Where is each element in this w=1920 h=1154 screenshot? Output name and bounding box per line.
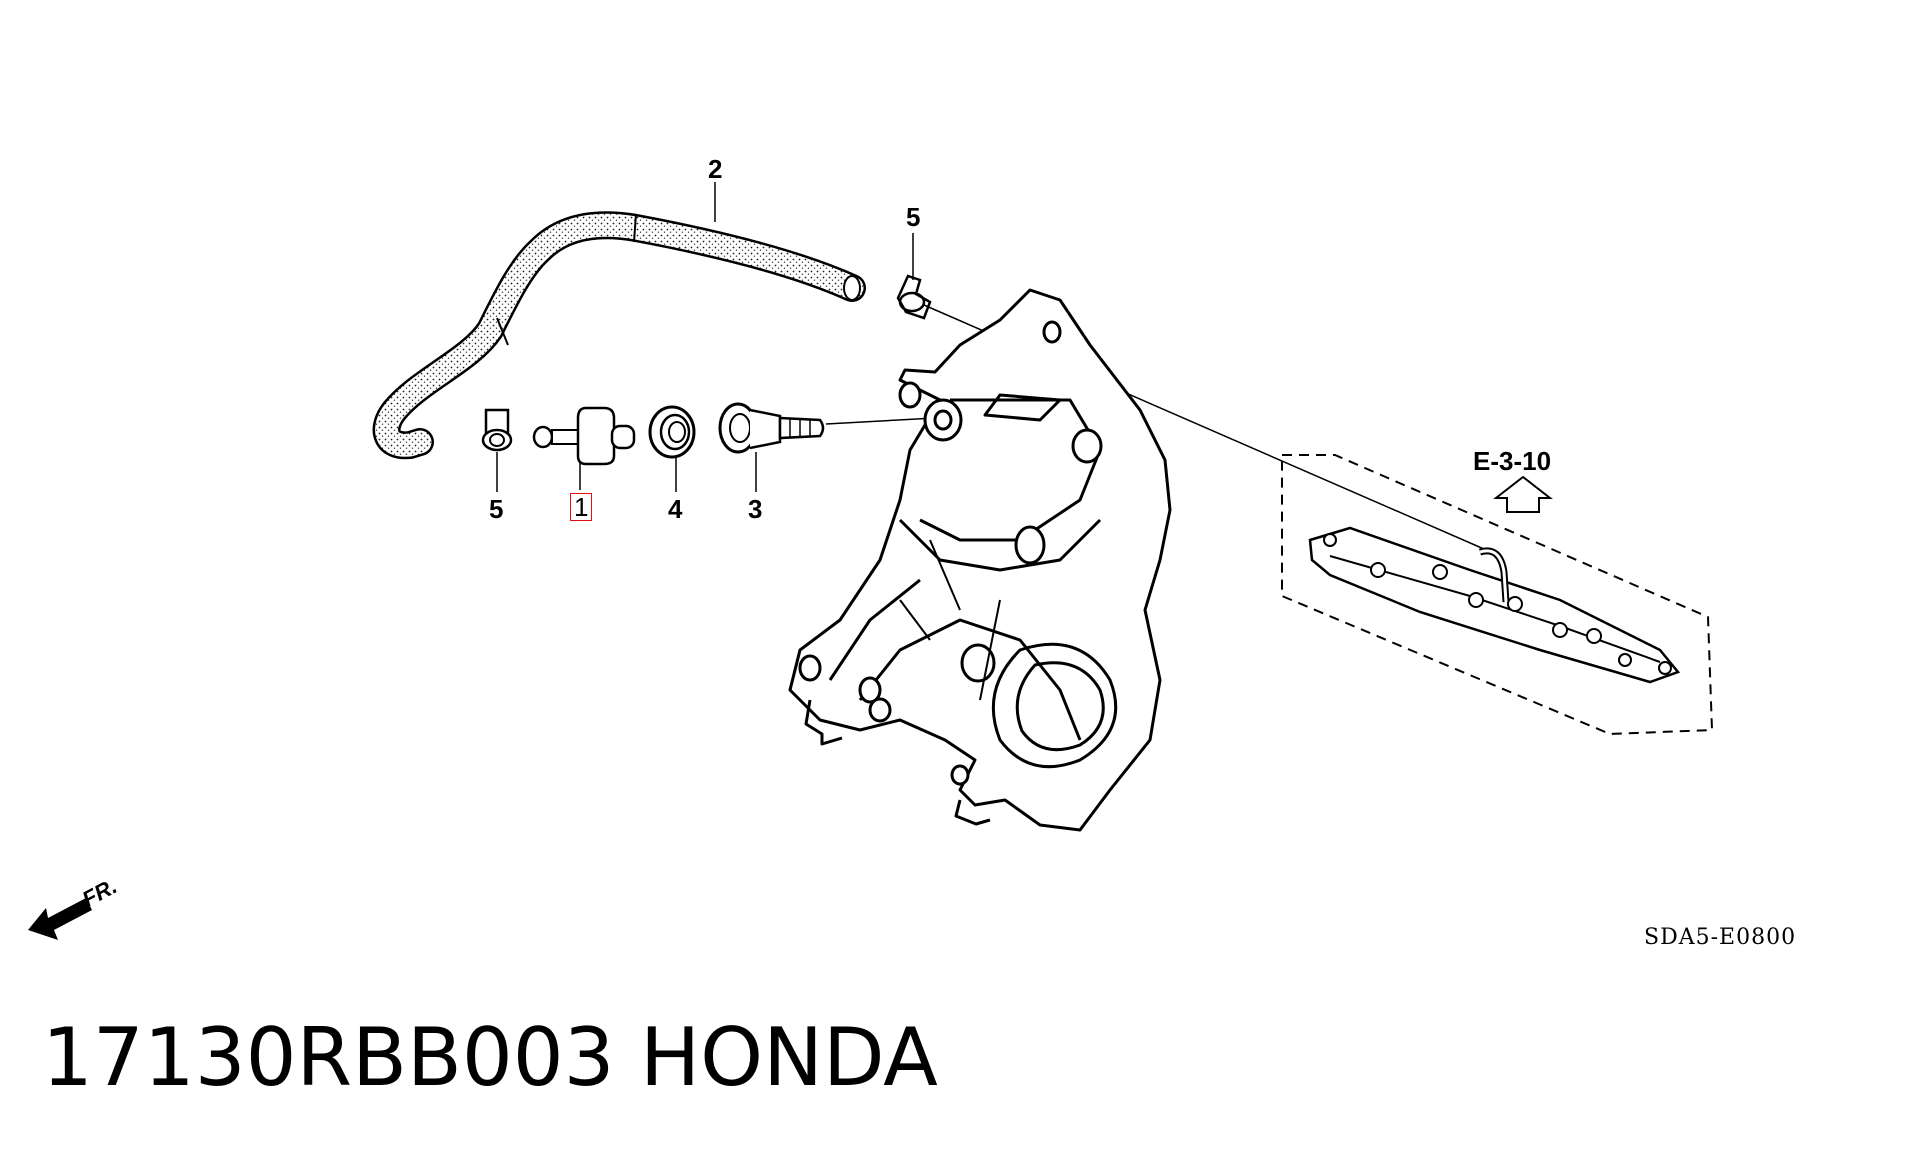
up-arrow-icon [1493,475,1553,513]
brand-name: HONDA [640,1011,938,1104]
pcv-joint [718,402,825,454]
callout-2: 2 [708,154,723,184]
front-direction-arrow-icon [28,898,92,940]
reference-section [1281,454,1714,736]
hose-clamp-bottom [481,408,513,452]
callout-5-top: 5 [906,202,921,232]
callout-5-bottom: 5 [489,494,504,524]
diagram-code: SDA5-E0800 [1644,925,1797,950]
pcv-grommet [648,405,696,459]
callout-1-highlighted: 1 [570,493,593,521]
reference-label: E-3-10 [1473,446,1552,476]
callout-3: 3 [748,494,763,524]
part-number: 17130RBB003 [42,1011,615,1104]
callout-4: 4 [668,494,683,524]
hose-clamp-top [896,274,932,320]
engine-case [788,288,1172,832]
pcv-hose [372,211,866,460]
pcv-valve [532,406,636,466]
